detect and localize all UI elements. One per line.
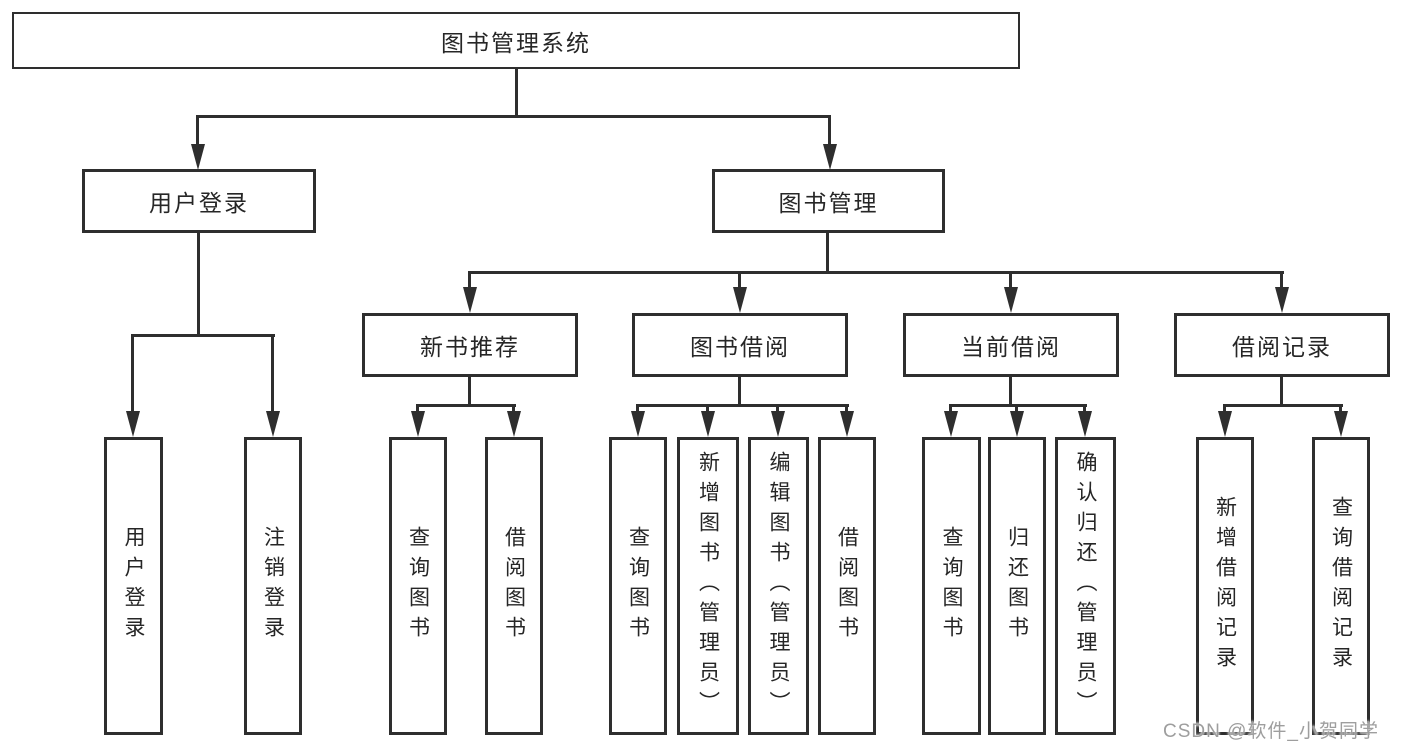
arrow-down-icon <box>1078 411 1092 437</box>
leaf-add-borrow-record-label: 新增借阅记录 <box>1213 496 1237 676</box>
node-borrow-record: 借阅记录 <box>1174 313 1390 377</box>
node-book-borrow-label: 图书借阅 <box>690 334 790 360</box>
leaf-borrow-books: 借阅图书 <box>818 437 876 735</box>
branch-book-management: 图书管理 <box>712 169 945 233</box>
arrow-down-icon <box>823 144 837 170</box>
leaf-user-login: 用户登录 <box>104 437 163 735</box>
connector-line <box>468 377 471 407</box>
leaf-current-query-books: 查询图书 <box>922 437 981 735</box>
arrow-down-icon <box>1010 411 1024 437</box>
arrow-down-icon <box>840 411 854 437</box>
connector-line <box>131 334 275 337</box>
connector-line <box>416 406 419 414</box>
connector-line <box>845 406 848 414</box>
connector-line <box>828 117 831 145</box>
branch-user-login: 用户登录 <box>82 169 316 233</box>
leaf-user-login-label: 用户登录 <box>122 526 145 646</box>
node-new-book-recommend: 新书推荐 <box>362 313 578 377</box>
arrow-down-icon <box>411 411 425 437</box>
leaf-logout-label: 注销登录 <box>261 526 285 646</box>
leaf-query-borrow-record: 查询借阅记录 <box>1312 437 1370 735</box>
connector-line <box>515 69 518 117</box>
connector-line <box>512 406 515 414</box>
arrow-down-icon <box>507 411 521 437</box>
leaf-edit-books-admin-label: 编辑图书（管理员） <box>767 451 790 721</box>
connector-line <box>1339 406 1342 414</box>
arrow-down-icon <box>1218 411 1232 437</box>
leaf-confirm-return-admin: 确认归还（管理员） <box>1055 437 1116 735</box>
connector-line <box>131 336 134 412</box>
connector-line <box>1280 377 1283 407</box>
connector-line <box>738 273 741 289</box>
connector-line <box>271 336 274 412</box>
leaf-recommend-query-books-label: 查询图书 <box>406 526 430 646</box>
leaf-add-borrow-record: 新增借阅记录 <box>1196 437 1254 735</box>
leaf-return-books: 归还图书 <box>988 437 1046 735</box>
node-book-borrow: 图书借阅 <box>632 313 848 377</box>
leaf-logout: 注销登录 <box>244 437 302 735</box>
connector-line <box>468 271 1284 274</box>
connector-line <box>1009 377 1012 407</box>
connector-line <box>1083 406 1086 414</box>
leaf-recommend-query-books: 查询图书 <box>389 437 447 735</box>
arrow-down-icon <box>944 411 958 437</box>
connector-line <box>1015 406 1018 414</box>
arrow-down-icon <box>733 287 747 313</box>
connector-line <box>196 115 831 118</box>
arrow-down-icon <box>1334 411 1348 437</box>
connector-line <box>1009 273 1012 289</box>
leaf-add-books-admin: 新增图书（管理员） <box>677 437 739 735</box>
branch-user-login-label: 用户登录 <box>149 190 249 216</box>
connector-line <box>776 406 779 414</box>
node-current-borrow: 当前借阅 <box>903 313 1119 377</box>
connector-line <box>949 406 952 414</box>
arrow-down-icon <box>701 411 715 437</box>
connector-line <box>636 404 849 407</box>
leaf-query-borrow-record-label: 查询借阅记录 <box>1329 496 1353 676</box>
arrow-down-icon <box>463 287 477 313</box>
connector-line <box>636 406 639 414</box>
leaf-return-books-label: 归还图书 <box>1005 526 1029 646</box>
connector-line <box>197 233 200 336</box>
arrow-down-icon <box>1275 287 1289 313</box>
leaf-edit-books-admin: 编辑图书（管理员） <box>748 437 809 735</box>
arrow-down-icon <box>266 411 280 437</box>
connector-line <box>826 233 829 274</box>
leaf-confirm-return-admin-label: 确认归还（管理员） <box>1074 451 1097 721</box>
connector-line <box>468 273 471 289</box>
connector-line <box>1223 404 1343 407</box>
connector-line <box>416 404 516 407</box>
node-current-borrow-label: 当前借阅 <box>961 334 1061 360</box>
root-node: 图书管理系统 <box>12 12 1020 69</box>
connector-line <box>949 404 1087 407</box>
branch-book-management-label: 图书管理 <box>778 190 879 216</box>
connector-line <box>1223 406 1226 414</box>
connector-line <box>196 117 199 145</box>
leaf-add-books-admin-label: 新增图书（管理员） <box>696 451 720 721</box>
leaf-recommend-borrow-books-label: 借阅图书 <box>502 526 526 646</box>
arrow-down-icon <box>1004 287 1018 313</box>
root-node-label: 图书管理系统 <box>441 29 591 56</box>
leaf-current-query-books-label: 查询图书 <box>940 526 963 646</box>
connector-line <box>1280 273 1283 289</box>
arrow-down-icon <box>126 411 140 437</box>
arrow-down-icon <box>631 411 645 437</box>
connector-line <box>706 406 709 414</box>
arrow-down-icon <box>191 144 205 170</box>
leaf-borrow-query-books: 查询图书 <box>609 437 667 735</box>
leaf-borrow-query-books-label: 查询图书 <box>626 526 650 646</box>
csdn-watermark: CSDN @软件_小贺同学 <box>1163 721 1379 742</box>
connector-line <box>738 377 741 407</box>
leaf-recommend-borrow-books: 借阅图书 <box>485 437 543 735</box>
arrow-down-icon <box>771 411 785 437</box>
leaf-borrow-books-label: 借阅图书 <box>835 526 859 646</box>
node-borrow-record-label: 借阅记录 <box>1232 334 1332 360</box>
node-new-book-recommend-label: 新书推荐 <box>420 334 520 360</box>
